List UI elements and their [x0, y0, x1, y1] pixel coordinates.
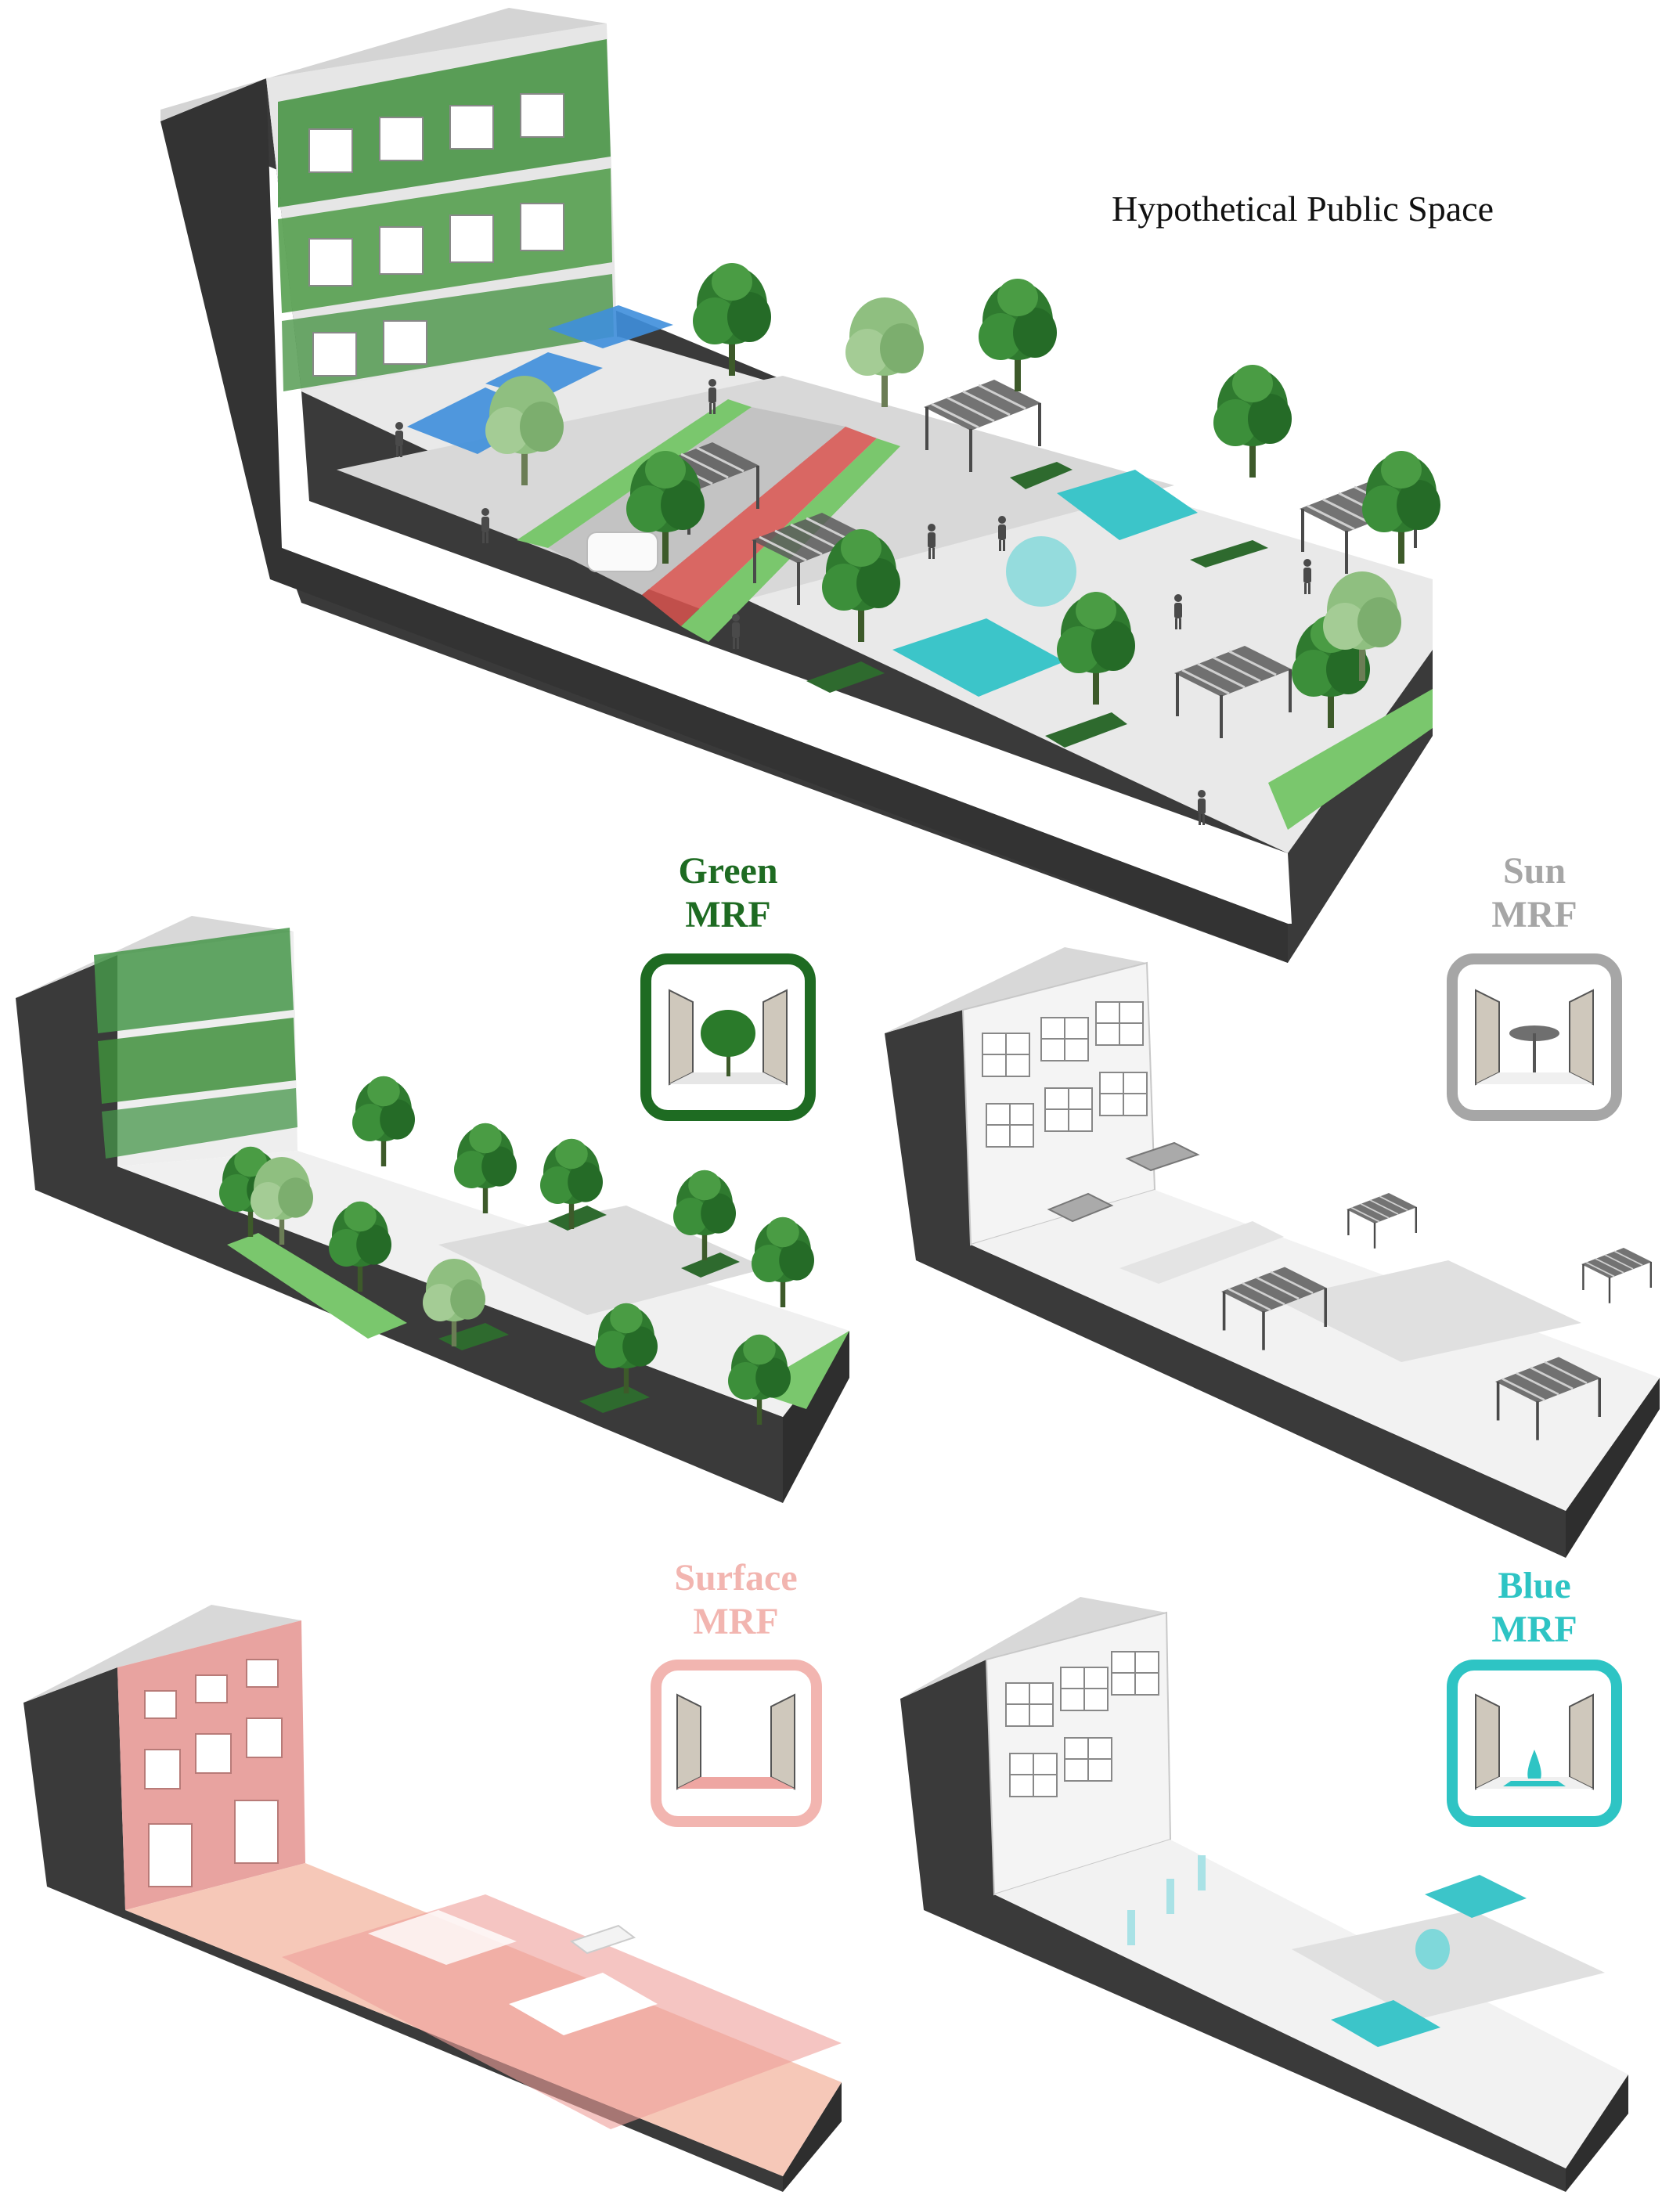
green-panel-scene: [16, 916, 849, 1503]
blue-mrf-line1: Blue: [1498, 1565, 1571, 1606]
surface-mrf-line1: Surface: [674, 1557, 798, 1598]
sun-mrf-icon: [1447, 953, 1622, 1121]
sun-mrf-line2: MRF: [1491, 894, 1577, 935]
green-mrf-label: Green MRF: [626, 849, 830, 937]
sun-panel-scene: [885, 947, 1660, 1558]
surface-mrf-icon: [651, 1660, 822, 1827]
blue-mrf-label: Blue MRF: [1433, 1564, 1636, 1652]
green-mrf-line2: MRF: [685, 894, 771, 935]
page-title: Hypothetical Public Space: [1112, 189, 1494, 229]
sun-mrf-label: Sun MRF: [1433, 849, 1636, 937]
green-mrf-icon: [640, 953, 816, 1121]
blue-mrf-line2: MRF: [1491, 1609, 1577, 1650]
blue-panel-scene: [900, 1597, 1628, 2192]
surface-mrf-label: Surface MRF: [634, 1556, 838, 1644]
sun-mrf-line1: Sun: [1502, 850, 1566, 892]
surface-panel-scene: [23, 1605, 842, 2192]
green-mrf-line1: Green: [678, 850, 778, 892]
blue-mrf-icon: [1447, 1660, 1622, 1827]
main-scene: [160, 8, 1440, 963]
surface-mrf-line2: MRF: [693, 1601, 779, 1642]
